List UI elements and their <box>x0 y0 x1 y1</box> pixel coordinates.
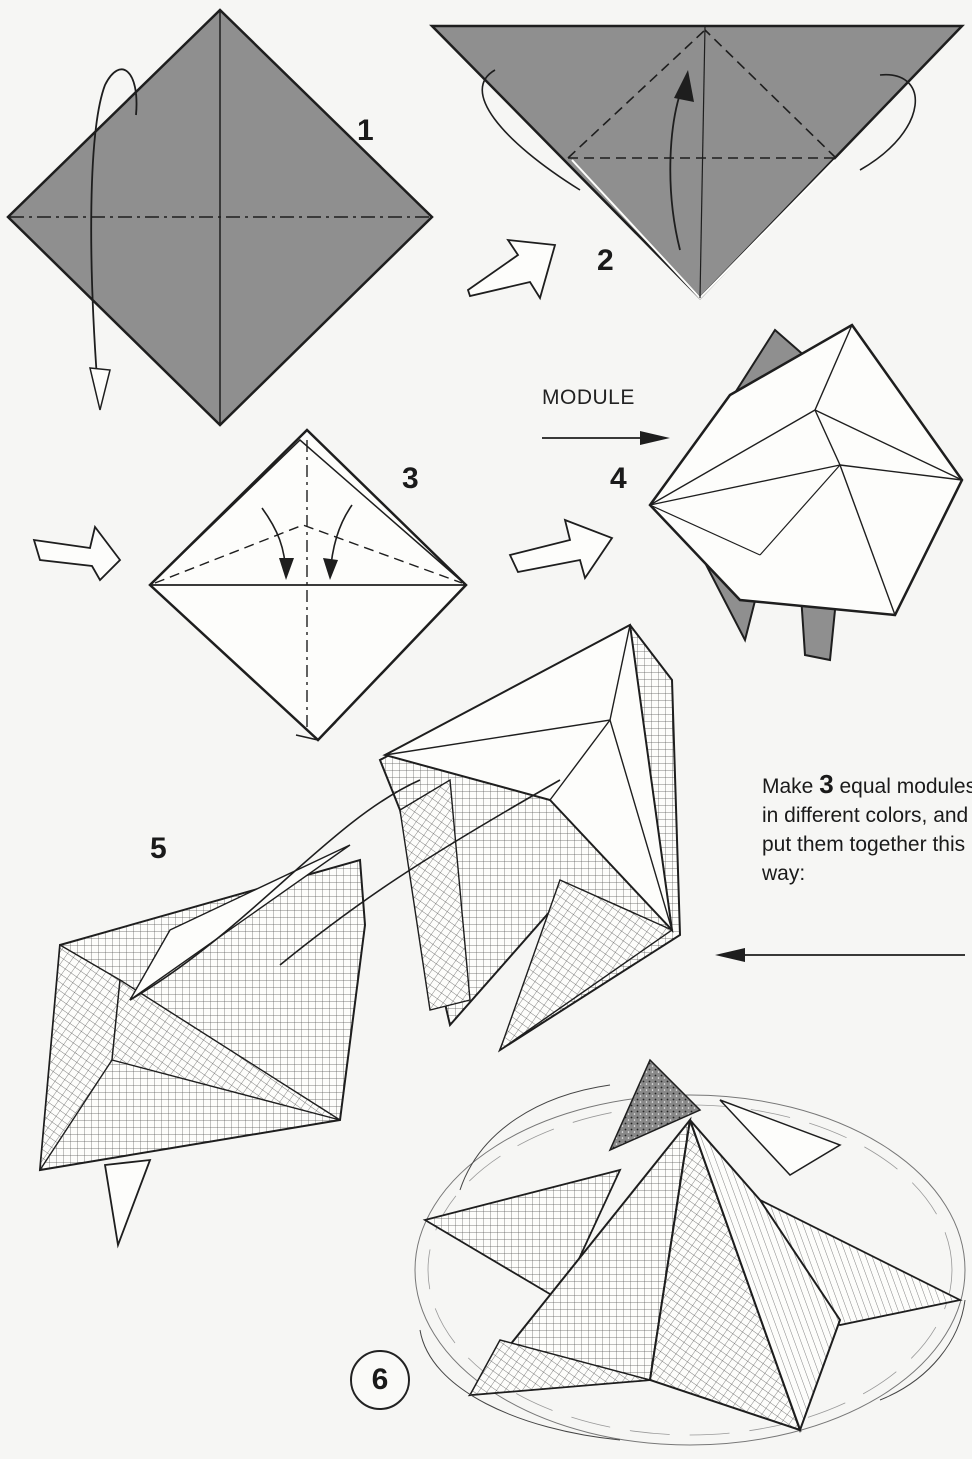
instructions-pre: Make <box>762 775 819 798</box>
step-number-3: 3 <box>402 462 419 496</box>
assembly-instructions: Make 3 equal modules in different colors… <box>762 770 972 888</box>
module-count: 3 <box>819 769 833 799</box>
step-number-2: 2 <box>597 244 614 278</box>
step-number-6: 6 <box>350 1350 410 1410</box>
step4-figure <box>650 325 962 660</box>
step-number-4: 4 <box>610 462 627 496</box>
process-arrow-3 <box>510 520 612 578</box>
process-arrow-1 <box>468 240 555 298</box>
step-number-1: 1 <box>357 114 374 148</box>
step1-figure <box>8 10 432 425</box>
step5-figure <box>40 625 680 1245</box>
step-number-5: 5 <box>150 832 167 866</box>
step2-figure <box>432 26 962 298</box>
process-arrow-2 <box>34 527 120 580</box>
module-label: MODULE <box>542 386 635 410</box>
step6-figure <box>415 1060 965 1445</box>
